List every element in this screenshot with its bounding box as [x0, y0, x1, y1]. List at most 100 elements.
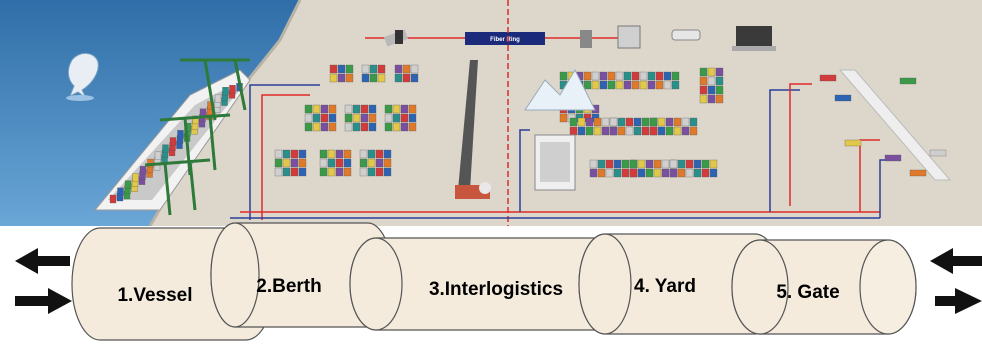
container-box [605, 159, 614, 169]
container-box [673, 126, 682, 136]
fax-machine-icon [617, 25, 641, 49]
container-box [625, 117, 634, 127]
container-box [715, 67, 724, 77]
container-box [360, 122, 369, 132]
container-box [577, 117, 586, 127]
container-box [693, 168, 702, 178]
container-box [601, 117, 610, 127]
container-box [641, 126, 650, 136]
container-box [345, 64, 354, 74]
container-box [661, 168, 670, 178]
container-box [685, 159, 694, 169]
container-box [569, 117, 578, 127]
quay-cranes [144, 58, 250, 216]
container-box [593, 126, 602, 136]
container-box [589, 168, 598, 178]
container-box [671, 71, 680, 81]
container-box [320, 113, 329, 123]
container-box [384, 104, 393, 114]
container-box [633, 117, 642, 127]
container-box [715, 85, 724, 95]
container-box [597, 159, 606, 169]
container-box [661, 159, 670, 169]
container-box [375, 149, 384, 159]
container-box [599, 80, 608, 90]
container-box [392, 122, 401, 132]
container-box [653, 159, 662, 169]
container-box [361, 64, 370, 74]
container-box [597, 168, 606, 178]
rail-conveyor [455, 60, 491, 199]
container-box [639, 80, 648, 90]
container-box [360, 113, 369, 123]
container-box [344, 122, 353, 132]
process-pipeline: 1.Vessel 2.Berth 3.Interlogistics 4. Yar… [15, 222, 982, 341]
container-box [282, 149, 291, 159]
ship-container [139, 166, 147, 175]
container-box [298, 149, 307, 159]
network-cables [230, 0, 900, 226]
container-box [645, 159, 654, 169]
container-box [559, 71, 568, 81]
container-box [360, 104, 369, 114]
container-box [583, 80, 592, 90]
container-box [615, 71, 624, 81]
container-box [625, 126, 634, 136]
stage-gate: 5. Gate [731, 239, 917, 335]
container-box [653, 168, 662, 178]
stage-interlogistics: 3.Interlogistics [349, 237, 627, 331]
container-box [384, 122, 393, 132]
truck [819, 74, 837, 82]
container-box [312, 104, 321, 114]
container-box [369, 73, 378, 83]
truck [929, 149, 947, 157]
container-box [637, 159, 646, 169]
container-box [607, 71, 616, 81]
phone-icon [580, 30, 592, 48]
container-box [663, 71, 672, 81]
container-box [685, 168, 694, 178]
stage-berth-label: 2.Berth [256, 276, 321, 297]
container-box [337, 73, 346, 83]
laptop-icon [736, 26, 772, 46]
container-box [601, 126, 610, 136]
container-box [327, 158, 336, 168]
container-box [392, 113, 401, 123]
container-box [629, 168, 638, 178]
container-box [677, 168, 686, 178]
container-box [335, 158, 344, 168]
fiber-ring-network: Fiber Ring [365, 25, 776, 51]
container-box [707, 85, 716, 95]
container-box [282, 158, 291, 168]
container-box [335, 167, 344, 177]
container-box [589, 159, 598, 169]
arrow-left-top [15, 248, 70, 274]
container-box [400, 122, 409, 132]
container-box [591, 71, 600, 81]
container-box [605, 168, 614, 178]
container-box [599, 71, 608, 81]
container-box [274, 149, 283, 159]
container-box [367, 158, 376, 168]
ship-container [222, 87, 229, 96]
container-box [677, 159, 686, 169]
container-box [583, 71, 592, 81]
cctv-camera-icon [671, 29, 701, 41]
ship-container [192, 115, 199, 125]
container-box [394, 64, 403, 74]
container-box [344, 113, 353, 123]
container-box [689, 126, 698, 136]
container-box [345, 73, 354, 83]
container-box [629, 159, 638, 169]
container-box [701, 159, 710, 169]
container-box [298, 167, 307, 177]
fiber-ring-box [465, 32, 545, 45]
container-box [607, 80, 616, 90]
ship-container [132, 173, 139, 182]
container-box [631, 80, 640, 90]
container-box [319, 167, 328, 177]
container-box [615, 80, 624, 90]
container-box [699, 94, 708, 104]
container-box [392, 104, 401, 114]
ship-container [154, 151, 162, 161]
